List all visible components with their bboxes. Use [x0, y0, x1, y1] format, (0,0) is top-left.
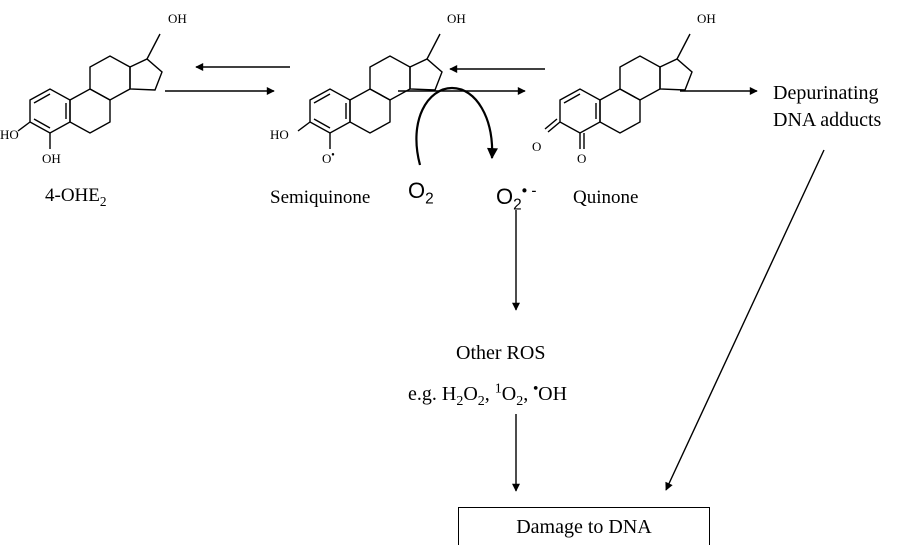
arrow-adducts-to-damage	[665, 149, 825, 491]
semiquinone-ho-left-label: HO	[270, 127, 289, 142]
quinone-o-left-label: O	[532, 139, 542, 154]
ohe2-compound-label: 4-OHE2	[45, 185, 107, 209]
structure-4-ohe2	[17, 33, 163, 149]
ohe2-ho-left-label: HO	[0, 127, 19, 142]
oxygen-o2-label: O2	[408, 178, 434, 208]
ros-examples-label: e.g. H2O2, 1O2, •OH	[408, 381, 568, 409]
damage-to-dna-label: Damage to DNA	[516, 516, 652, 538]
ohe2-oh-top-label: OH	[168, 11, 187, 26]
damage-to-dna-box: Damage to DNA	[458, 507, 710, 545]
adducts-label: Depurinating DNA adducts	[773, 80, 881, 134]
redox-cycle-curved-arrow	[415, 86, 498, 166]
quinone-oh-top-label: OH	[697, 11, 716, 26]
semiquinone-oh-top-label: OH	[447, 11, 466, 26]
hydroxyl-radical-dot-icon: •	[533, 381, 539, 397]
structure-semiquinone	[297, 33, 443, 149]
quinone-compound-label: Quinone	[573, 187, 639, 208]
superoxide-label: O2• -	[496, 182, 537, 214]
radical-dot-icon: •	[331, 149, 335, 160]
other-ros-title: Other ROS	[456, 342, 546, 364]
quinone-o-bottom-label: O	[577, 151, 587, 166]
ohe2-oh-bottom-label: OH	[42, 151, 61, 166]
adducts-label-line1: Depurinating	[773, 82, 879, 104]
semiquinone-o-radical-label: O•	[322, 149, 335, 166]
semiquinone-compound-label: Semiquinone	[270, 187, 371, 208]
adducts-label-line2: DNA adducts	[773, 109, 882, 131]
structure-quinone	[544, 33, 693, 149]
equilibrium-arrows	[165, 63, 758, 95]
